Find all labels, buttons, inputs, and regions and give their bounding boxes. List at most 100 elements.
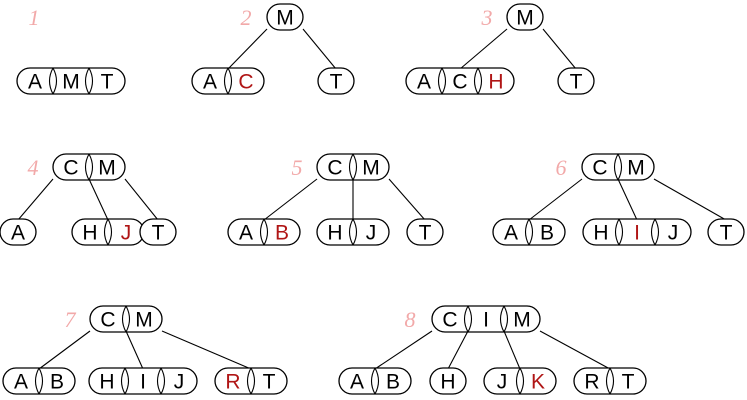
node-outline	[139, 218, 177, 246]
node-outline	[266, 3, 304, 31]
tree-node: T	[139, 218, 177, 246]
tree-edge	[161, 330, 252, 370]
node-key: H	[440, 371, 455, 394]
node-key: H	[593, 222, 608, 245]
node-key: T	[263, 371, 276, 394]
key-separator	[499, 305, 505, 333]
key-separator	[223, 67, 229, 95]
node-key: J	[668, 222, 679, 245]
node-key: B	[540, 222, 554, 245]
node-outline	[506, 3, 544, 31]
inserted-key: B	[275, 222, 289, 245]
node-key: H	[99, 371, 114, 394]
key-separator	[473, 67, 479, 95]
root-node: M	[506, 3, 544, 31]
key-separator	[125, 305, 131, 333]
node-key: A	[14, 371, 28, 394]
key-separator	[463, 305, 469, 333]
key-separator	[120, 367, 126, 395]
node-key: T	[101, 71, 114, 94]
node-outline	[16, 67, 126, 95]
step-number: 6	[556, 155, 567, 180]
key-separator	[437, 67, 443, 95]
tree-edge	[124, 178, 159, 221]
node-key: A	[350, 371, 364, 394]
key-separator	[374, 367, 380, 395]
inserted-key: C	[238, 71, 253, 94]
node-key: R	[584, 371, 599, 394]
tree-edge	[653, 178, 727, 221]
node-outline	[431, 305, 541, 333]
tree-edge	[503, 330, 521, 370]
node-outline	[557, 67, 595, 95]
node-outline	[429, 367, 467, 395]
key-separator	[609, 367, 615, 395]
node-outline	[707, 218, 745, 246]
step-number: 8	[405, 307, 416, 332]
node-key: T	[720, 222, 733, 245]
key-separator	[124, 367, 130, 395]
node-key: A	[203, 71, 217, 94]
node-key: M	[516, 7, 534, 30]
node-key: T	[419, 222, 432, 245]
tree-edge	[539, 330, 611, 370]
step-number: 2	[241, 5, 252, 30]
node-outline	[0, 218, 37, 246]
node-key: J	[174, 371, 185, 394]
inserted-key: R	[225, 371, 240, 394]
node-key: T	[570, 71, 583, 94]
tree-node: T	[707, 218, 745, 246]
key-separator	[227, 67, 233, 95]
node-key: H	[82, 222, 97, 245]
step-number: 3	[481, 5, 493, 30]
tree-node: T	[317, 67, 355, 95]
node-outline	[405, 67, 515, 95]
key-separator	[613, 153, 619, 181]
node-key: B	[50, 371, 64, 394]
inserted-key: H	[488, 71, 503, 94]
node-outline	[582, 218, 692, 246]
key-separator	[617, 153, 623, 181]
key-separator	[52, 67, 58, 95]
key-separator	[88, 153, 94, 181]
key-separator	[84, 153, 90, 181]
node-key: M	[62, 71, 80, 94]
node-key: T	[152, 222, 165, 245]
step-number: 1	[29, 5, 40, 30]
key-separator	[160, 367, 166, 395]
tree-edge	[528, 178, 583, 221]
key-separator	[519, 367, 525, 395]
key-separator	[34, 367, 40, 395]
tree-edge	[617, 178, 638, 221]
key-separator	[654, 218, 660, 246]
key-separator	[121, 305, 127, 333]
tree-edge	[459, 28, 508, 70]
node-key: C	[592, 157, 607, 180]
tree-edge	[125, 330, 144, 370]
key-separator	[503, 305, 509, 333]
key-separator	[515, 367, 521, 395]
node-key: B	[386, 371, 400, 394]
tree-edge	[302, 28, 337, 70]
node-key: T	[622, 371, 635, 394]
node-key: M	[627, 157, 645, 180]
key-separator	[38, 367, 44, 395]
key-separator	[348, 218, 354, 246]
node-key: M	[98, 157, 116, 180]
inserted-key: K	[531, 371, 545, 394]
node-key: C	[442, 309, 457, 332]
key-separator	[370, 367, 376, 395]
root-node: M	[266, 3, 304, 31]
tree-node: H	[429, 367, 467, 395]
